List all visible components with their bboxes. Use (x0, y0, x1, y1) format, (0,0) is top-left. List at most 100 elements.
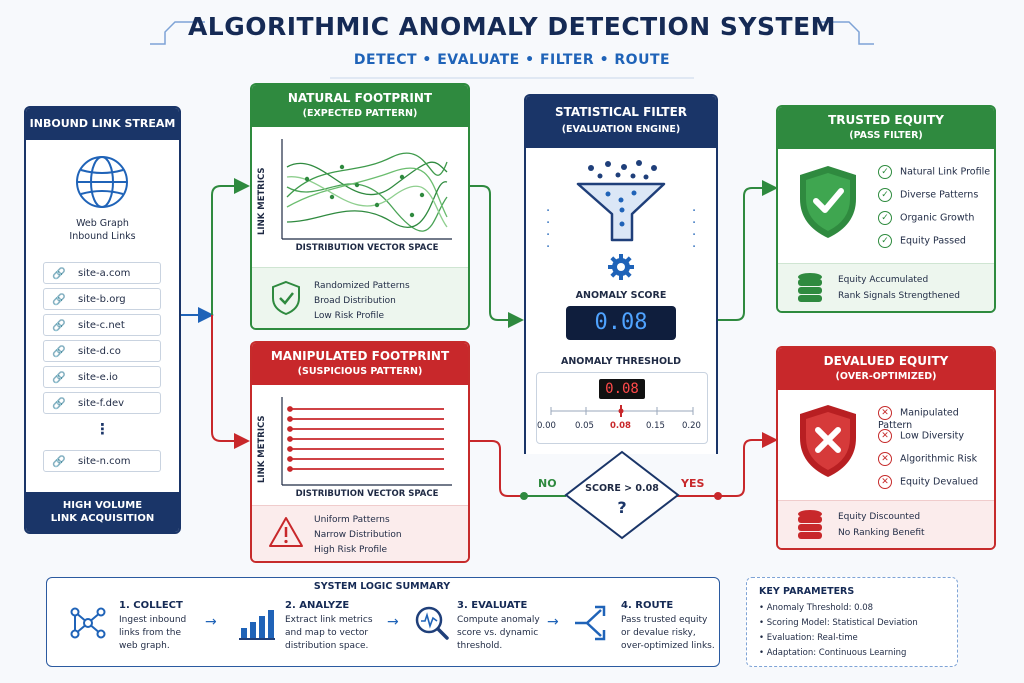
natural-chart (281, 139, 452, 240)
link-icon: 🔗 (52, 455, 66, 468)
trusted-header: TRUSTED EQUITY (PASS FILTER) (778, 107, 994, 149)
trusted-check: ✓Organic Growth (878, 211, 974, 225)
ellipsis: ⋮ (95, 420, 110, 438)
shield-check-icon (800, 166, 856, 238)
page-subtitle: DETECT • EVALUATE • FILTER • ROUTE (353, 52, 671, 68)
site-item[interactable]: 🔗site-f.dev (43, 392, 161, 414)
tick-3: 0.15 (646, 421, 665, 431)
globe-icon (76, 156, 128, 208)
natural-xlabel: DISTRIBUTION VECTOR SPACE (295, 243, 439, 253)
devalued-footer: Equity Discounted No Ranking Benefit (778, 500, 994, 548)
inbound-title: INBOUND LINK STREAM (26, 108, 179, 140)
param-item: • Scoring Model: Statistical Deviation (759, 618, 918, 628)
trusted-check: ✓Diverse Patterns (878, 188, 978, 202)
score-display: 0.08 (566, 306, 676, 340)
step-1-title: 1. COLLECT (119, 600, 183, 611)
yes-label: YES (681, 477, 705, 490)
trusted-check: ✓Equity Passed (878, 234, 966, 248)
gear-icon (608, 254, 634, 280)
link-icon: 🔗 (52, 293, 66, 306)
manipulated-footprint-panel: MANIPULATED FOOTPRINT (SUSPICIOUS PATTER… (250, 341, 470, 563)
no-label: NO (538, 477, 557, 490)
x-icon: ✕ (878, 475, 892, 489)
devalued-item: ✕Algorithmic Risk (878, 452, 977, 466)
devalued-item: ✕Equity Devalued (878, 475, 978, 489)
manipulated-footer: Uniform Patterns Narrow Distribution Hig… (252, 505, 468, 561)
dots-left: ···· (546, 204, 551, 255)
link-icon: 🔗 (52, 345, 66, 358)
check-icon: ✓ (878, 188, 892, 202)
network-icon (70, 607, 106, 639)
site-item[interactable]: 🔗site-b.org (43, 288, 161, 310)
threshold-box: 0.08 0.00 0.05 0.08 0.15 0.20 (536, 372, 708, 444)
inbound-footer: HIGH VOLUME LINK ACQUISITION (26, 492, 179, 532)
summary-title: SYSTEM LOGIC SUMMARY (313, 581, 451, 592)
devalued-header: DEVALUED EQUITY (OVER-OPTIMIZED) (778, 348, 994, 390)
site-item[interactable]: 🔗site-d.co (43, 340, 161, 362)
score-label: ANOMALY SCORE (575, 290, 667, 301)
inbound-link-stream-panel: INBOUND LINK STREAM Web Graph Inbound Li… (24, 106, 181, 534)
site-item[interactable]: 🔗site-c.net (43, 314, 161, 336)
site-item[interactable]: 🔗site-a.com (43, 262, 161, 284)
x-icon: ✕ (878, 406, 892, 420)
check-icon: ✓ (878, 234, 892, 248)
threshold-label: ANOMALY THRESHOLD (561, 356, 681, 367)
devalued-item: ✕Manipulated Pattern (878, 406, 959, 431)
decision-diamond (564, 450, 680, 540)
fork-arrow-icon (575, 605, 606, 641)
arrow-icon: → (205, 614, 217, 630)
tick-0: 0.00 (537, 421, 556, 431)
check-icon: ✓ (878, 165, 892, 179)
shield-check-icon (272, 280, 300, 316)
tick-2: 0.08 (610, 421, 631, 431)
devalued-equity-panel: DEVALUED EQUITY (OVER-OPTIMIZED) ✕Manipu… (776, 346, 996, 550)
threshold-scale (550, 405, 694, 417)
param-item: • Anomaly Threshold: 0.08 (759, 603, 874, 613)
link-icon: 🔗 (52, 319, 66, 332)
trusted-footer: Equity Accumulated Rank Signals Strength… (778, 263, 994, 311)
trusted-check: ✓Natural Link Profile (878, 165, 990, 179)
statistical-filter-panel: STATISTICAL FILTER (EVALUATION ENGINE) ·… (524, 94, 718, 454)
arrow-icon: → (547, 614, 559, 630)
site-item[interactable]: 🔗site-e.io (43, 366, 161, 388)
magnifier-icon (415, 606, 449, 640)
natural-footer: Randomized Patterns Broad Distribution L… (252, 267, 468, 328)
database-icon (798, 273, 822, 302)
manipulated-chart (281, 397, 452, 486)
params-title: KEY PARAMETERS (759, 586, 855, 597)
graph-label-2: Inbound Links (69, 231, 136, 242)
check-icon: ✓ (878, 211, 892, 225)
tick-1: 0.05 (575, 421, 594, 431)
arrow-icon: → (387, 614, 399, 630)
manipulated-header: MANIPULATED FOOTPRINT (SUSPICIOUS PATTER… (252, 343, 468, 385)
link-icon: 🔗 (52, 371, 66, 384)
page-title: ALGORITHMIC ANOMALY DETECTION SYSTEM (187, 12, 837, 41)
step-3-title: 3. EVALUATE (457, 600, 528, 611)
database-icon (798, 510, 822, 539)
link-icon: 🔗 (52, 267, 66, 280)
filter-header: STATISTICAL FILTER (EVALUATION ENGINE) (526, 96, 716, 148)
manipulated-ylabel: LINK METRICS (257, 415, 267, 483)
param-item: • Evaluation: Real-time (759, 633, 858, 643)
natural-header: NATURAL FOOTPRINT (EXPECTED PATTERN) (252, 85, 468, 127)
site-item[interactable]: 🔗site-n.com (43, 450, 161, 472)
threshold-display: 0.08 (599, 379, 645, 399)
system-logic-summary: SYSTEM LOGIC SUMMARY 1. COLLECT Ingest i… (46, 577, 720, 667)
x-icon: ✕ (878, 452, 892, 466)
natural-ylabel: LINK METRICS (257, 167, 267, 235)
trusted-equity-panel: TRUSTED EQUITY (PASS FILTER) ✓Natural Li… (776, 105, 996, 313)
step-4-title: 4. ROUTE (621, 600, 674, 611)
shield-x-icon (800, 405, 856, 477)
dots-right: ···· (692, 204, 697, 255)
manipulated-xlabel: DISTRIBUTION VECTOR SPACE (295, 489, 439, 499)
header-decoration (150, 21, 874, 79)
step-2-title: 2. ANALYZE (285, 600, 350, 611)
param-item: • Adaptation: Continuous Learning (759, 648, 907, 658)
devalued-item: ✕Low Diversity (878, 429, 964, 443)
warning-icon (269, 517, 303, 547)
